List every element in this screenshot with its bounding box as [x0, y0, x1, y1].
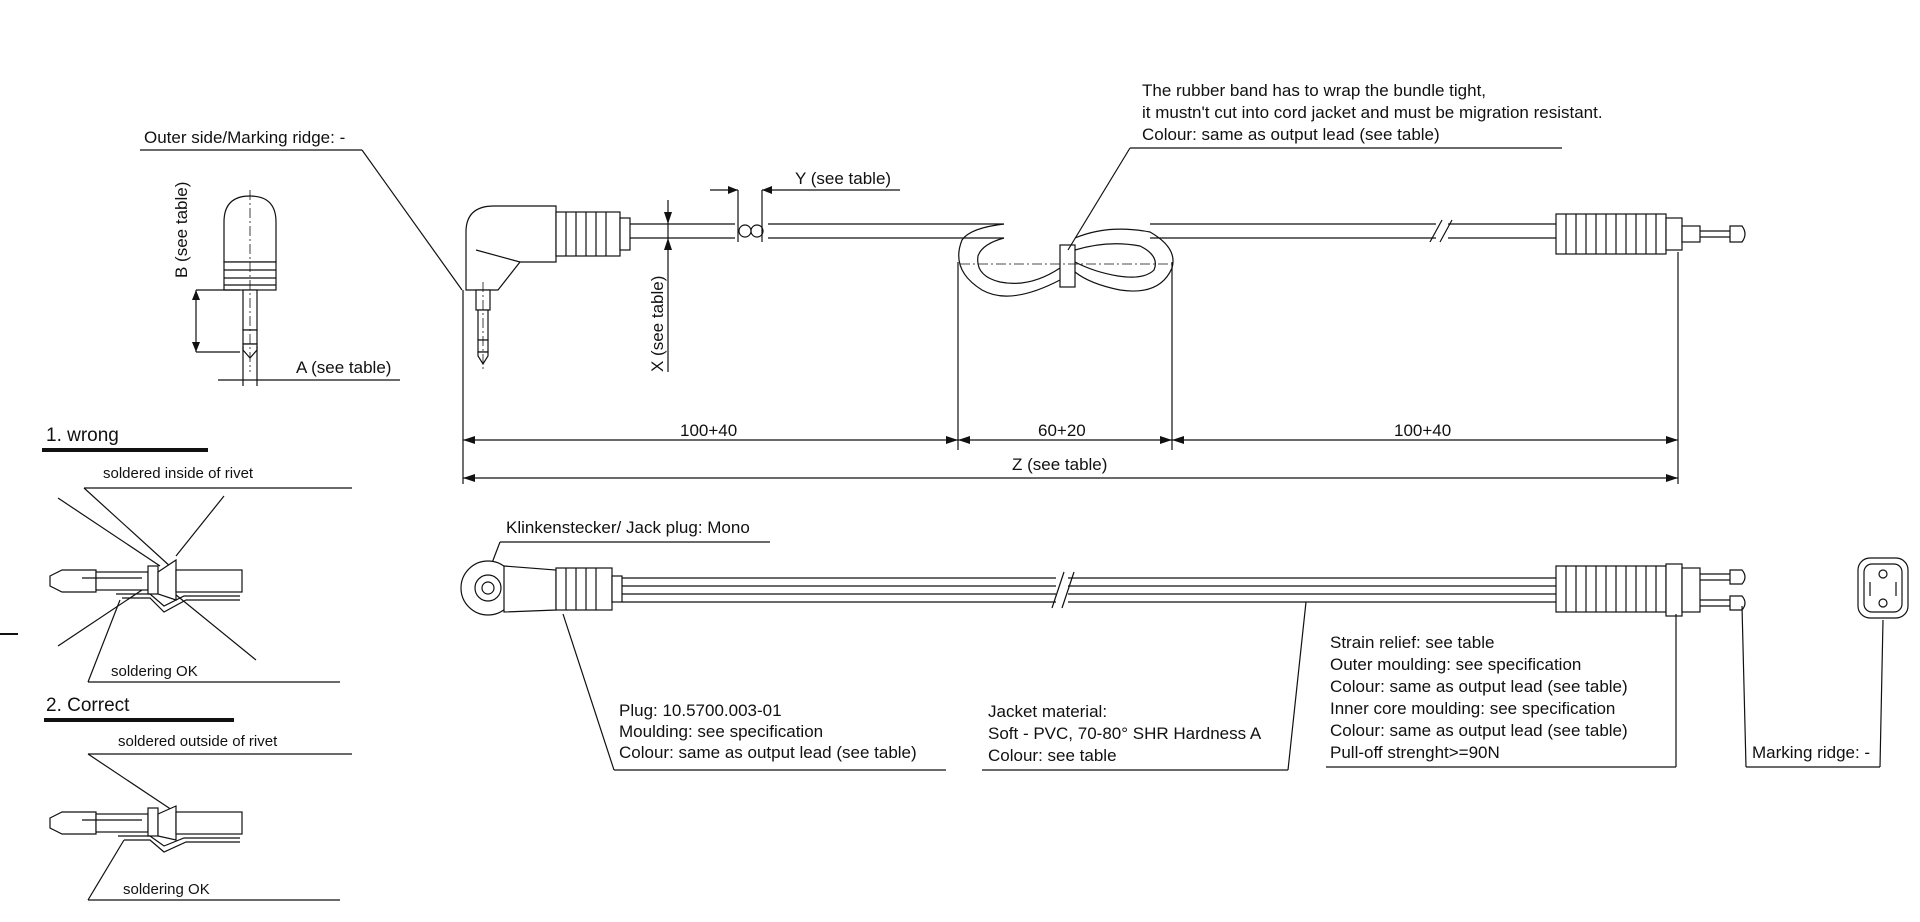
top-cable-assembly: X (see table) Y (see table) The rubber b…: [462, 81, 1746, 484]
correct-bottom-note: soldering OK: [123, 881, 210, 898]
plug-note-line-1: Plug: 10.5700.003-01: [619, 701, 782, 720]
dim-b-label: B (see table): [172, 182, 191, 278]
dim-mid-label: 60+20: [1038, 421, 1086, 440]
dim-left-label: 100+40: [680, 421, 737, 440]
wrong-top-note: soldered inside of rivet: [103, 465, 254, 482]
solder-detail-panel: 1. wrong soldered inside of rivet solder…: [0, 425, 352, 901]
bottom-cable-assembly: Klinkenstecker/ Jack plug: Mono: [460, 518, 1909, 771]
dim-y-label: Y (see table): [795, 169, 891, 188]
dim-z-label: Z (see table): [1012, 455, 1107, 474]
jack-plug-note: Klinkenstecker/ Jack plug: Mono: [506, 518, 750, 537]
rubber-band-note-line-1: The rubber band has to wrap the bundle t…: [1142, 81, 1486, 100]
wrong-solder-drawing: [49, 558, 243, 613]
plug-note-line-3: Colour: same as output lead (see table): [619, 743, 917, 762]
dim-x-label: X (see table): [648, 276, 667, 372]
strain-relief-note-line-2: Outer moulding: see specification: [1330, 655, 1581, 674]
correct-title: 2. Correct: [46, 695, 130, 716]
jacket-note-line-3: Colour: see table: [988, 746, 1117, 765]
strain-relief-note-line-6: Pull-off strenght>=90N: [1330, 743, 1500, 762]
dim-right-label: 100+40: [1394, 421, 1451, 440]
wrong-bottom-note: soldering OK: [111, 663, 198, 680]
wrong-title: 1. wrong: [46, 425, 119, 446]
strain-relief-note-line-5: Colour: same as output lead (see table): [1330, 721, 1628, 740]
rubber-band-note-line-3: Colour: same as output lead (see table): [1142, 125, 1440, 144]
plug-side-view: B (see table) A (see table) Outer side/M…: [140, 128, 463, 386]
jacket-note-line-2: Soft - PVC, 70-80° SHR Hardness A: [988, 724, 1262, 743]
dim-a-label: A (see table): [296, 358, 391, 377]
rubber-band-note-line-2: it mustn't cut into cord jacket and must…: [1142, 103, 1603, 122]
strain-relief-note-line-3: Colour: same as output lead (see table): [1330, 677, 1628, 696]
outer-side-note: Outer side/Marking ridge: -: [144, 128, 345, 147]
correct-solder-drawing: [49, 805, 243, 853]
strain-relief-note-line-4: Inner core moulding: see specification: [1330, 699, 1615, 718]
plug-note-line-2: Moulding: see specification: [619, 722, 823, 741]
jacket-note-line-1: Jacket material:: [988, 702, 1107, 721]
marking-ridge-note: Marking ridge: -: [1752, 743, 1870, 762]
correct-top-note: soldered outside of rivet: [118, 733, 278, 750]
strain-relief-note-line-1: Strain relief: see table: [1330, 633, 1494, 652]
